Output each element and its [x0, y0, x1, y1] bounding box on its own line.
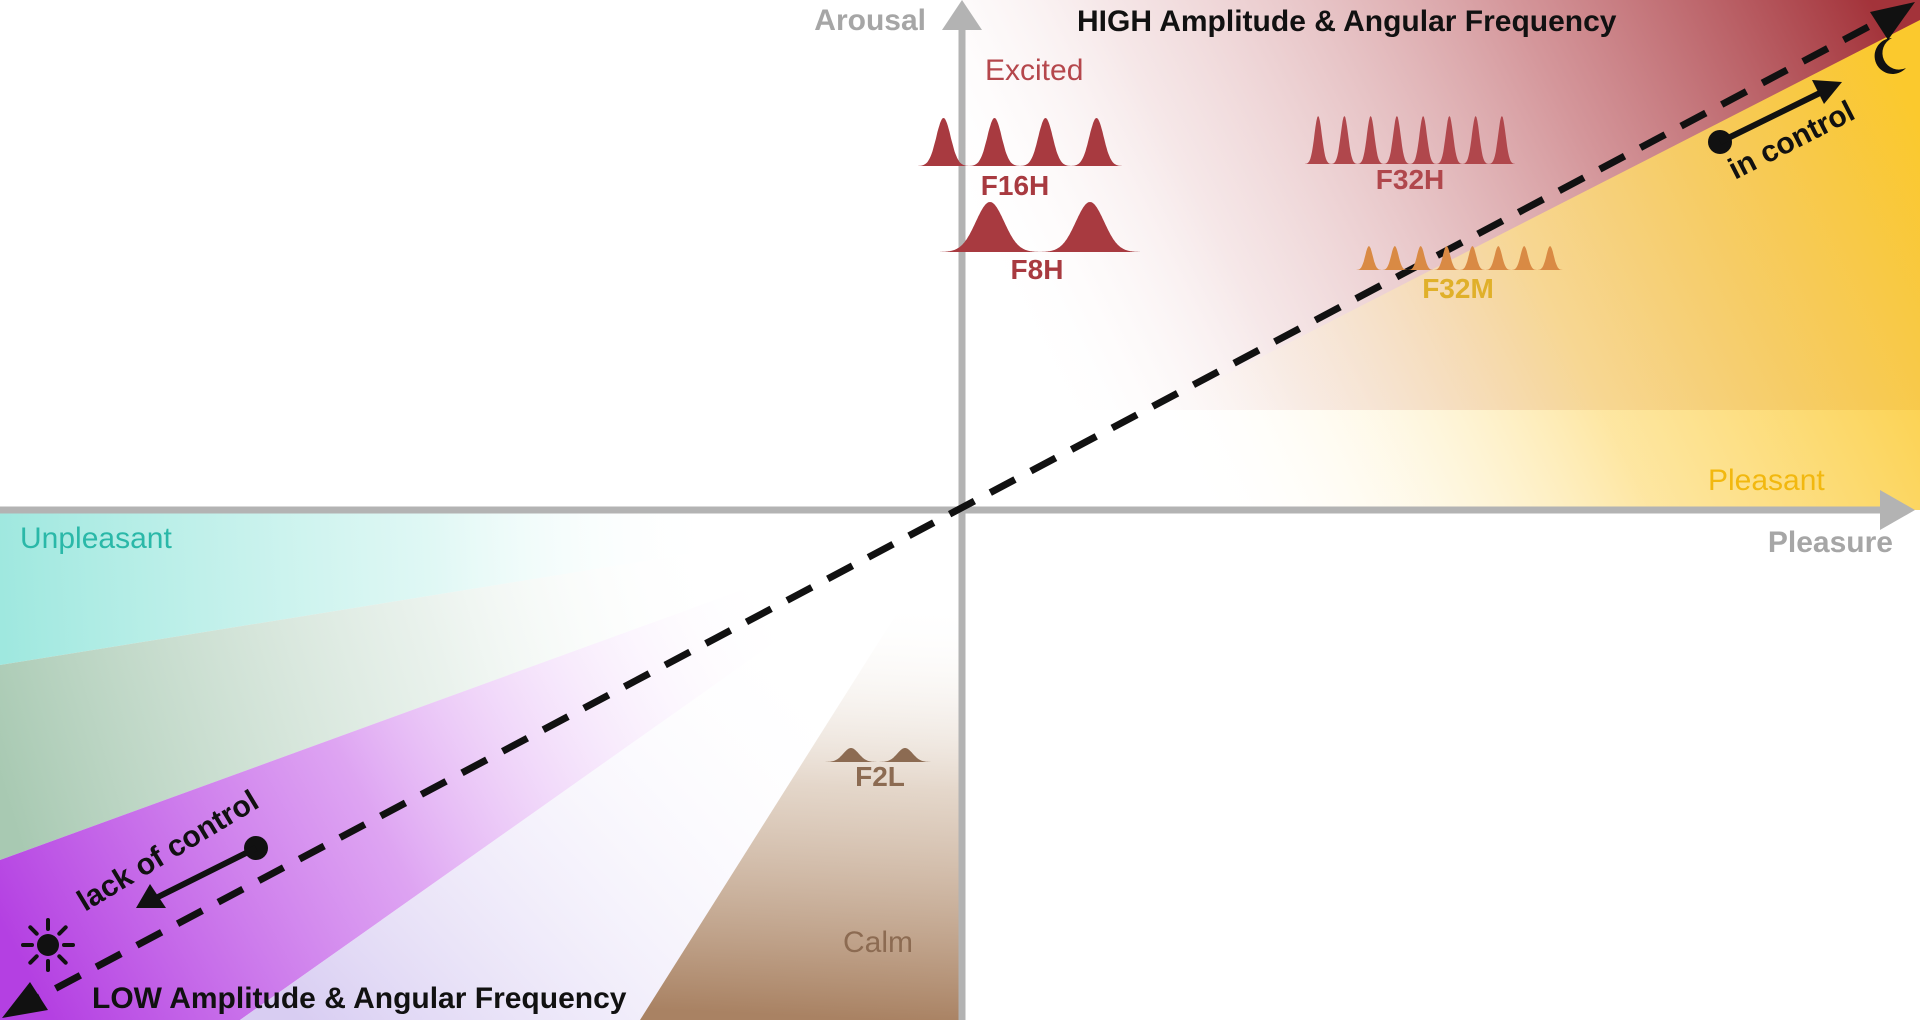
wave-f32h: F32H — [1305, 116, 1515, 195]
calm-label: Calm — [843, 926, 913, 959]
f16h-waveform — [918, 118, 1122, 166]
in-control-arrowhead — [1812, 80, 1842, 104]
wave-f32m: F32M — [1356, 246, 1563, 304]
f32m-waveform — [1356, 246, 1563, 270]
pleasant-label: Pleasant — [1708, 464, 1825, 497]
lavender-region — [240, 510, 962, 1020]
in-control-arrow — [1718, 87, 1828, 145]
f8h-label: F8H — [1011, 254, 1064, 285]
f16h-label: F16H — [981, 170, 1049, 201]
lack-control-arrowhead — [136, 884, 166, 908]
diagonal-dashed-line — [13, 6, 1902, 1014]
lack-control-arrow — [150, 845, 258, 903]
diagonal-arrowhead-bottom — [2, 982, 48, 1018]
f2l-waveform — [824, 748, 932, 762]
diagonal-arrowhead-top — [1870, 2, 1915, 40]
low-title: LOW Amplitude & Angular Frequency — [92, 982, 627, 1015]
sun-ray — [57, 954, 68, 965]
f2l-label: F2L — [855, 761, 905, 792]
wave-f8h: F8H — [940, 202, 1140, 285]
pleasure-label: Pleasure — [1768, 526, 1893, 559]
excited-label: Excited — [985, 54, 1083, 87]
f8h-waveform — [940, 202, 1140, 252]
high-title: HIGH Amplitude & Angular Frequency — [1077, 5, 1617, 38]
arousal-label: Arousal — [814, 4, 926, 37]
arousal-arrowhead — [942, 0, 982, 30]
f32h-waveform — [1305, 116, 1515, 164]
f32m-label: F32M — [1422, 273, 1494, 304]
sun-ray — [57, 925, 68, 936]
wave-f2l: F2L — [824, 748, 932, 792]
moon-icon — [1874, 38, 1906, 74]
sun-ray — [28, 925, 39, 936]
wave-f16h: F16H — [918, 118, 1122, 201]
unpleasant-label: Unpleasant — [20, 522, 172, 555]
sun-icon — [21, 918, 75, 972]
sun-ray — [28, 954, 39, 965]
f32h-label: F32H — [1376, 164, 1444, 195]
calm-region — [640, 510, 962, 1020]
pleasure-arrowhead — [1880, 490, 1915, 530]
